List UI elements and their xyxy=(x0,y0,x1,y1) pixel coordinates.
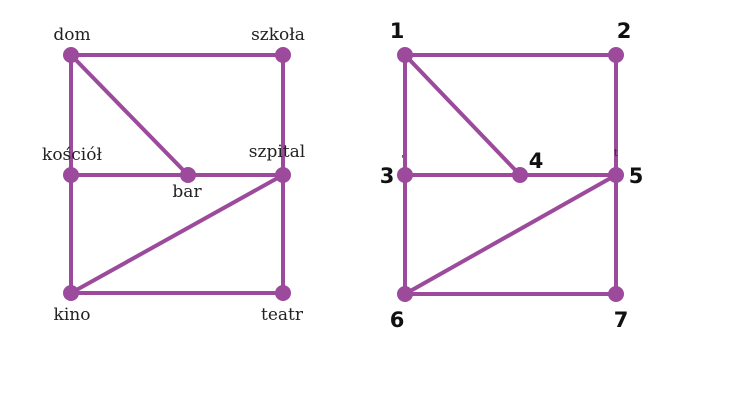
stray-mark: ' xyxy=(401,154,404,165)
node-label-n5: 5 xyxy=(629,164,644,188)
left-graph-labels: dom szkoła kościół bar szpital kino teatr xyxy=(42,25,305,325)
edge-n6-n5 xyxy=(403,173,618,296)
node-kosciol xyxy=(63,167,79,183)
node-n7 xyxy=(608,286,624,302)
node-label-teatr: teatr xyxy=(261,305,304,325)
node-szpital xyxy=(275,167,291,183)
edge-kino-szpital xyxy=(69,173,285,295)
node-label-n1: 1 xyxy=(390,19,405,43)
left-graph-edges xyxy=(69,53,285,295)
node-label-n3: 3 xyxy=(380,164,395,188)
stray-mark: t xyxy=(614,148,618,159)
node-n6 xyxy=(397,286,413,302)
right-graph-labels: 1 2 3 4 5 6 7 xyxy=(380,19,644,332)
node-kino xyxy=(63,285,79,301)
node-dom xyxy=(63,47,79,63)
right-graph-edges xyxy=(403,53,618,296)
node-n2 xyxy=(608,47,624,63)
node-szkola xyxy=(275,47,291,63)
node-label-n7: 7 xyxy=(614,308,629,332)
node-label-bar: bar xyxy=(172,182,202,202)
node-bar xyxy=(180,167,196,183)
node-label-n6: 6 xyxy=(390,308,405,332)
node-label-n4: 4 xyxy=(529,149,544,173)
node-teatr xyxy=(275,285,291,301)
node-label-kosciol: kościół xyxy=(42,145,102,165)
node-label-n2: 2 xyxy=(617,19,632,43)
node-label-szkola: szkoła xyxy=(251,25,305,45)
node-label-dom: dom xyxy=(53,25,90,45)
right-graph-nodes xyxy=(397,47,624,302)
node-n1 xyxy=(397,47,413,63)
edge-dom-bar xyxy=(69,53,190,177)
node-label-szpital: szpital xyxy=(249,142,305,162)
edge-n1-n4 xyxy=(403,53,522,177)
node-n5 xyxy=(608,167,624,183)
node-label-kino: kino xyxy=(54,305,91,325)
node-n4 xyxy=(512,167,528,183)
left-graph-nodes xyxy=(63,47,291,301)
node-n3 xyxy=(397,167,413,183)
